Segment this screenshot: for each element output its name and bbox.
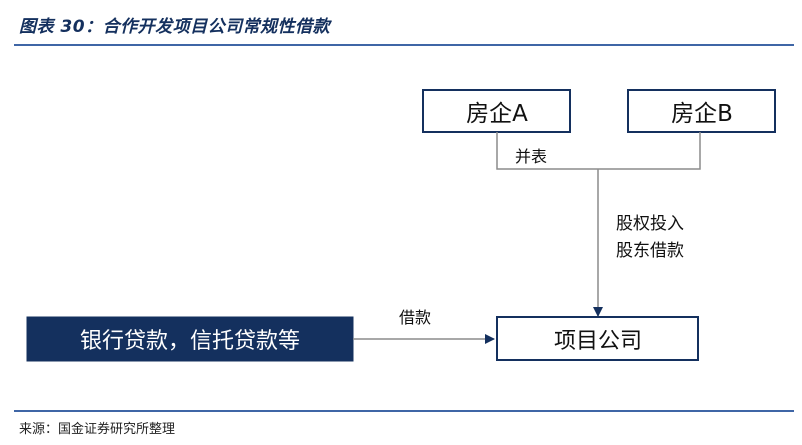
project-company-box: [496, 316, 699, 361]
source-note: 来源：国金证券研究所整理: [19, 422, 176, 437]
project-company-label: 项目公司: [554, 329, 642, 354]
header-divider: [14, 44, 794, 46]
bank-loans-label: 银行贷款，信托贷款等: [80, 329, 300, 354]
company-b-box: [627, 89, 776, 133]
equity-investment-label: 股权投入: [616, 214, 684, 234]
footer-divider: [14, 410, 794, 412]
company-a-box: [422, 89, 571, 133]
bank-loans-box: [26, 316, 354, 362]
company-b-label: 房企B: [671, 101, 733, 127]
company-a-label: 房企A: [466, 101, 528, 127]
loan-label: 借款: [399, 308, 431, 327]
shareholder-loan-label: 股东借款: [616, 241, 684, 261]
consolidation-label: 并表: [515, 147, 547, 166]
page-title: 图表 30：合作开发项目公司常规性借款: [19, 17, 331, 37]
